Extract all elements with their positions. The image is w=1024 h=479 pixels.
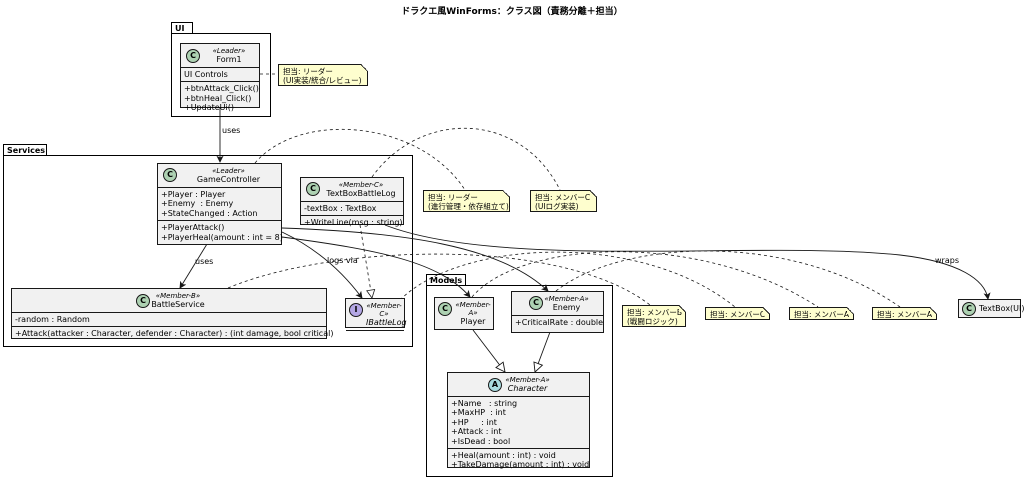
edge-player-character [472,329,505,372]
abstract-character[interactable]: A «Member-A» Character +Name : string +M… [447,372,590,469]
edge-label-wraps: wraps [935,256,959,265]
class-circle-icon: C [438,302,452,316]
edge-gc-player [281,236,471,298]
class-gamecontroller[interactable]: C «Leader» GameController +Player : Play… [157,163,283,245]
note-link-tbl [371,127,561,191]
class-player[interactable]: C «Member-A» Player [434,297,494,330]
note-link-bs [227,253,651,306]
class-circle-icon: C [306,182,320,196]
fields: +Name : string +MaxHP : int +HP : int +A… [448,397,589,450]
class-textbox-ui[interactable]: C TextBox(UI) [958,299,1024,318]
class-name: TextBoxBattleLog [326,189,396,198]
edge-gc-enemy [281,227,549,292]
edge-tbl-wraps-textbox [384,224,991,300]
stereotype: «Member-A» [455,301,491,317]
note-textboxbattlelog: 担当: メンバーC (UIログ実装) [530,190,597,212]
stereotype: «Member-B» [155,292,201,300]
note-enemy: 担当: メンバーA [872,307,937,320]
stereotype: «Member-A» [544,295,589,303]
class-circle-icon: C [136,294,150,308]
class-circle-icon: C [529,296,543,310]
note-link-pl [471,251,819,308]
diagram-title: ドラクエ風WinForms：クラス図（責務分離＋担当） [401,7,623,17]
methods: +WriteLine(msg : string) [304,218,403,228]
edge-tbl-realizes-ib [359,224,372,298]
class-name: BattleService [151,300,205,309]
note-player: 担当: メンバーA [789,307,854,320]
class-name: TextBox(UI) [979,304,1024,313]
fields: -textBox : TextBox [301,202,403,217]
package-models-tab: Models [426,274,466,285]
edge-label-logs-via: logs via [327,256,358,265]
methods: +Attack(attacker : Character, defender :… [15,329,334,339]
edge-label-uses-2: uses [195,257,214,266]
class-name: Player [460,317,486,326]
class-name: Form1 [216,55,242,64]
interface-name: IBattleLog [366,318,407,327]
package-ui-tab: UI [171,22,193,33]
fields [435,330,493,336]
fields: +CriticalRate : double [515,318,604,327]
note-link-ib [399,251,736,308]
note-link-gc [254,128,466,191]
class-name: GameController [196,175,261,184]
class-name: Enemy [552,303,581,312]
class-form1[interactable]: C «Leader» Form1 UI Controls +btnAttack_… [180,43,260,112]
interface-circle-icon: I [349,303,363,317]
note-form1: 担当: リーダー (UI実装/統合/レビュー) [278,64,368,86]
fields: +Player : Player +Enemy : Enemy +StateCh… [158,188,281,222]
edge-enemy-character [535,331,551,372]
class-enemy[interactable]: C «Member-A» Enemy +CriticalRate : doubl… [511,291,604,333]
stereotype: «Leader» [212,47,246,55]
class-circle-icon: C [163,168,177,182]
edge-label-uses-1: uses [222,126,241,135]
stereotype: «Member-C» [338,181,384,189]
class-name: Character [507,384,548,393]
note-gamecontroller: 担当: リーダー (進行管理・依存組立て) [423,190,510,212]
methods: +Heal(amount : int) : void +TakeDamage(a… [451,451,590,470]
stereotype: «Leader» [212,167,245,175]
edge-gc-logs-ib [281,231,363,299]
class-textboxbattlelog[interactable]: C «Member-C» TextBoxBattleLog -textBox :… [300,177,404,227]
class-circle-icon: C [186,49,200,63]
fields [346,331,404,337]
abstract-circle-icon: A [488,378,502,392]
methods: +PlayerAttack() +PlayerHeal(amount : int… [161,223,283,242]
stereotype: «Member-A» [505,376,550,384]
note-battleservice: 担当: メンバーB (戦闘ロジック) [622,305,686,327]
fields: UI Controls [181,68,259,83]
edge-gc-uses-bs [179,243,208,289]
stereotype: «Member-C» [366,302,402,318]
package-services-tab: Services [3,144,47,155]
note-link-en [555,250,901,308]
fields: -random : Random [12,313,326,328]
note-ibattlelog: 担当: メンバーC [705,307,770,320]
class-circle-icon: C [962,302,976,316]
class-battleservice[interactable]: C «Member-B» BattleService -random : Ran… [11,288,334,339]
interface-ibattlelog[interactable]: I «Member-C» IBattleLog [345,298,407,331]
methods: +btnAttack_Click() +btnHeal_Click() +Upd… [184,84,259,113]
